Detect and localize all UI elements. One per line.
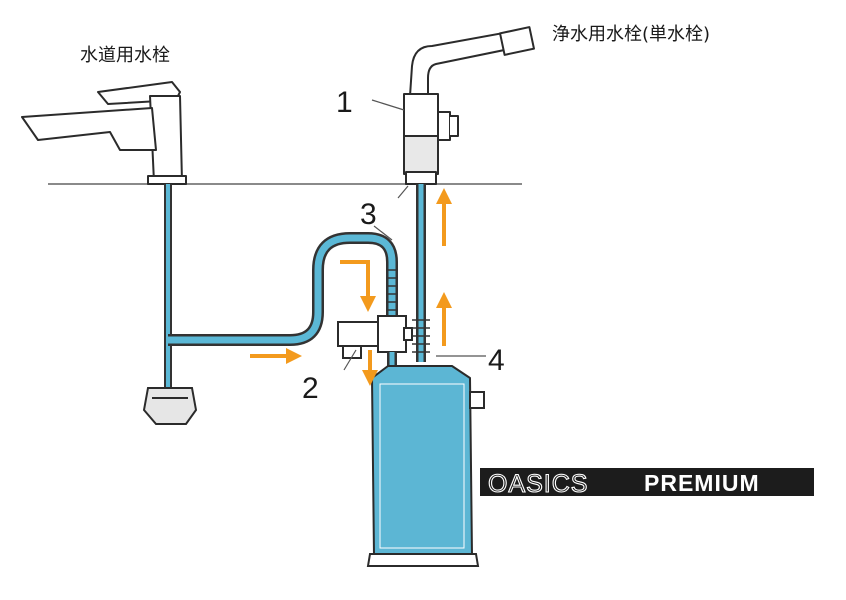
flow-arrow-down-curve — [340, 260, 376, 312]
flow-arrows — [250, 188, 452, 386]
stop-valve-icon — [142, 387, 198, 425]
callout-leaders — [343, 99, 486, 371]
callout-4-label: 4 — [488, 344, 505, 377]
brand-logo-part1: OASICS — [488, 470, 588, 498]
branch-pipe — [168, 232, 398, 346]
callout-2-label: 2 — [302, 372, 319, 405]
tap-faucet-icon — [21, 81, 187, 185]
purifier-faucet-icon — [403, 26, 535, 185]
purifier-tank-icon — [366, 365, 485, 567]
outlet-connector — [412, 319, 430, 353]
callout-1-label: 1 — [336, 86, 353, 119]
flexible-hose — [386, 269, 398, 311]
purifier-faucet-label: 浄水用水栓(単水栓) — [552, 24, 710, 45]
brand-logo-part2: PREMIUM — [644, 470, 760, 496]
diverter-valve-icon — [337, 315, 413, 359]
callout-3-label: 3 — [360, 198, 377, 231]
brand-logo: OASICS PREMIUM — [480, 468, 814, 499]
tap-faucet-label: 水道用水栓 — [80, 45, 170, 66]
